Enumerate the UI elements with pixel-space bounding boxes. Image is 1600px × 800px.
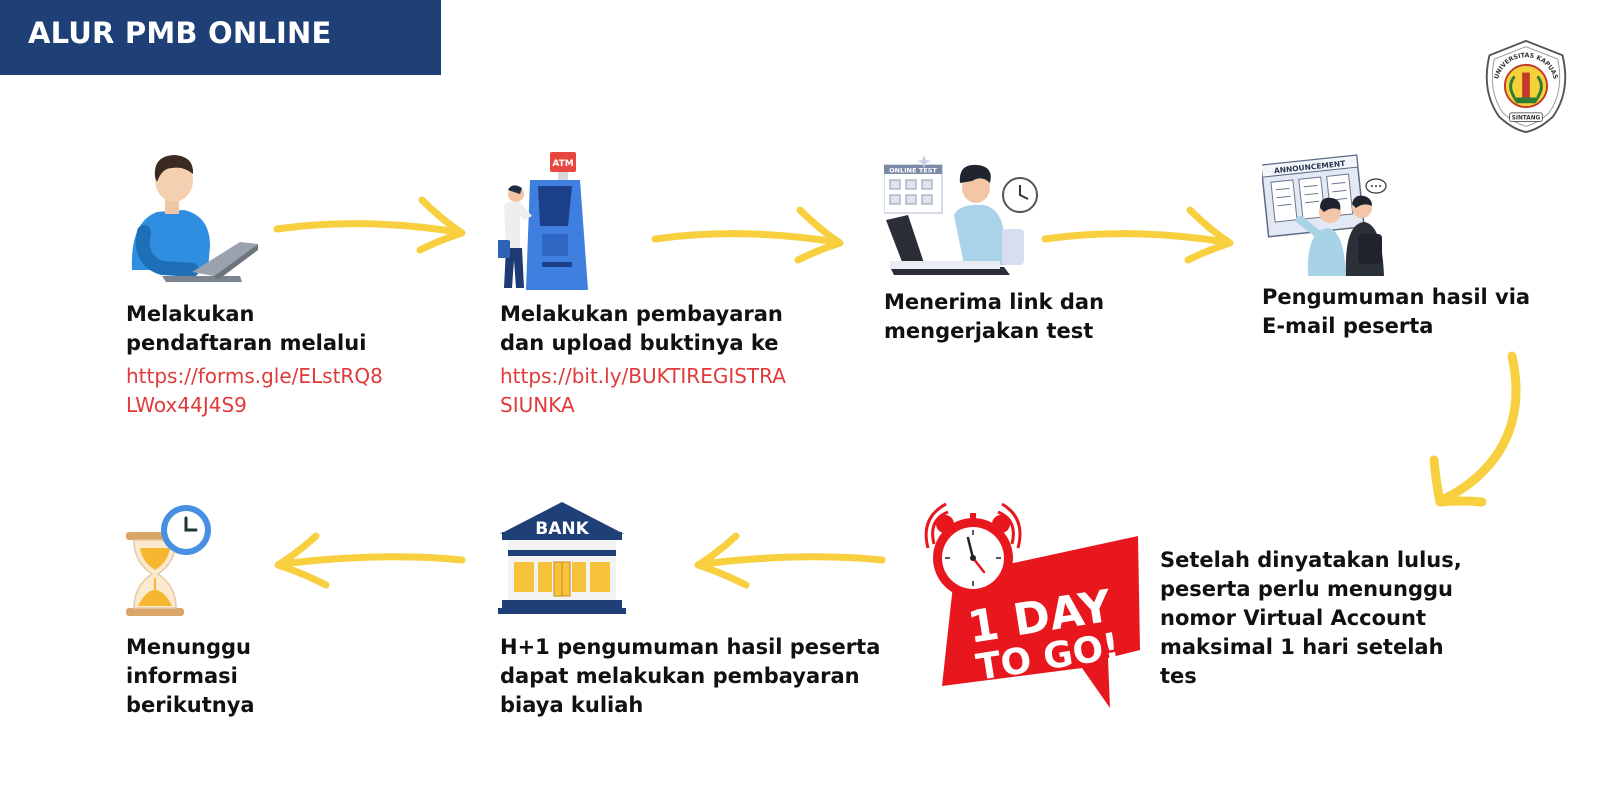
online-test-icon: ONLINE TEST <box>884 155 1038 275</box>
arrow-right-1 <box>273 196 466 254</box>
step-3-description: Menerima link dan mengerjakan test <box>884 290 1105 343</box>
person-laptop-icon <box>131 155 258 282</box>
step-6-description: H+1 pengumuman hasil peserta dapat melak… <box>500 635 881 717</box>
arrow-right-3 <box>1041 206 1234 264</box>
page-title: ALUR PMB ONLINE <box>28 16 332 50</box>
announcement-board-icon: ANNOUNCEMENT <box>1262 154 1387 276</box>
step-5-description: Setelah dinyatakan lulus, peserta perlu … <box>1160 548 1462 688</box>
svg-text:BANK: BANK <box>535 519 589 539</box>
svg-text:ONLINE TEST: ONLINE TEST <box>889 167 937 175</box>
step-1-description: Melakukan pendaftaran melalui <box>126 302 367 355</box>
arrow-right-2 <box>651 206 844 264</box>
step-2-description: Melakukan pembayaran dan upload buktinya… <box>500 302 783 355</box>
registration-form-link[interactable]: https://forms.gle/ELstRQ8 LWox44J4S9 <box>126 364 383 417</box>
payment-proof-link[interactable]: https://bit.ly/BUKTIREGISTRA SIUNKA <box>500 364 786 417</box>
arrow-curve-down <box>1429 351 1521 507</box>
svg-text:ATM: ATM <box>552 159 573 169</box>
step-4-description: Pengumuman hasil via E-mail peserta <box>1262 285 1531 338</box>
bank-building-icon: BANK <box>498 502 626 614</box>
svg-text:SINTANG: SINTANG <box>1512 116 1541 122</box>
page-header: ALUR PMB ONLINE <box>0 0 441 75</box>
hourglass-clock-icon <box>126 505 211 616</box>
step-7-description: Menunggu informasi berikutnya <box>126 635 255 717</box>
atm-icon: ATM <box>498 152 588 290</box>
alarm-clock-icon: 1 DAY TO GO! <box>924 502 1140 708</box>
university-logo: UNIVERSITAS KAPUAS SINTANG <box>1485 39 1567 134</box>
arrow-left-1 <box>694 532 886 589</box>
arrow-left-2 <box>274 532 466 589</box>
